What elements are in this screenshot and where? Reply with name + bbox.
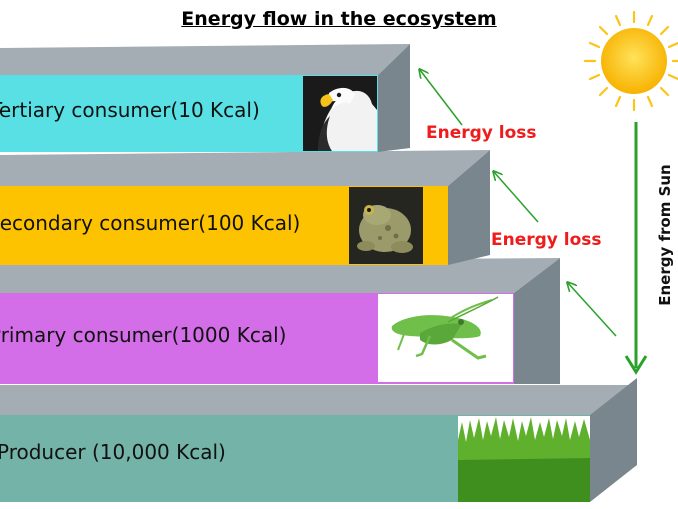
eagle-icon xyxy=(303,76,377,151)
tertiary-consumer-label: Tertiary consumer(10 Kcal) xyxy=(0,98,260,122)
secondary-consumer-label: Secondary consumer(100 Kcal) xyxy=(0,211,301,235)
secondary-side-face xyxy=(448,150,490,265)
energy-loss-arrow-lower xyxy=(568,283,617,337)
producer-side-face xyxy=(590,378,637,502)
producer-label: Producer (10,000 Kcal) xyxy=(0,440,226,464)
diagram-title: Energy flow in the ecosystem xyxy=(181,8,497,30)
primary-consumer-label: Primary consumer(1000 Kcal) xyxy=(0,323,287,347)
sun-energy-arrow xyxy=(624,122,648,375)
primary-top-face xyxy=(0,258,560,293)
energy-loss-arrow-upper xyxy=(420,70,463,126)
grass-icon xyxy=(458,416,590,502)
energy-from-sun-label: Energy from Sun xyxy=(656,164,674,306)
secondary-top-face xyxy=(0,150,490,186)
primary-side-face xyxy=(514,258,560,384)
grasshopper-icon xyxy=(378,294,513,382)
producer-top-face xyxy=(0,385,637,415)
frog-icon xyxy=(349,187,423,264)
sun-icon xyxy=(583,10,678,112)
energy-loss-label-lower: Energy loss xyxy=(491,230,602,250)
tertiary-top-face xyxy=(0,44,410,75)
tertiary-side-face xyxy=(378,44,410,152)
energy-loss-arrow-middle xyxy=(494,172,539,223)
energy-loss-label-upper: Energy loss xyxy=(426,123,537,143)
